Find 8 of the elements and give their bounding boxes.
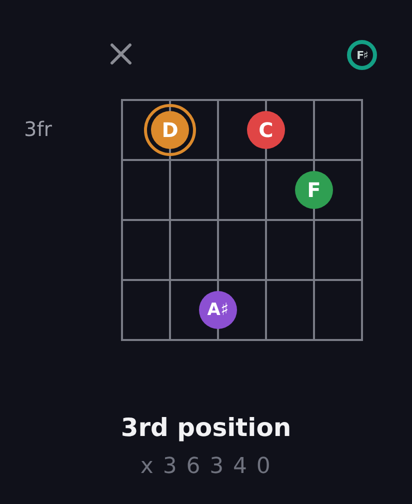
fingering-text: x 3 6 3 4 0 [140,455,272,480]
note-marker: F [295,171,333,209]
open-string-marker: F♯ [347,40,377,70]
note-marker: C [247,111,285,149]
note-marker: A♯ [199,291,237,329]
root-note-marker: D [144,104,196,156]
fret-number: 3fr [24,118,52,140]
chord-title: 3rd position [120,414,292,442]
